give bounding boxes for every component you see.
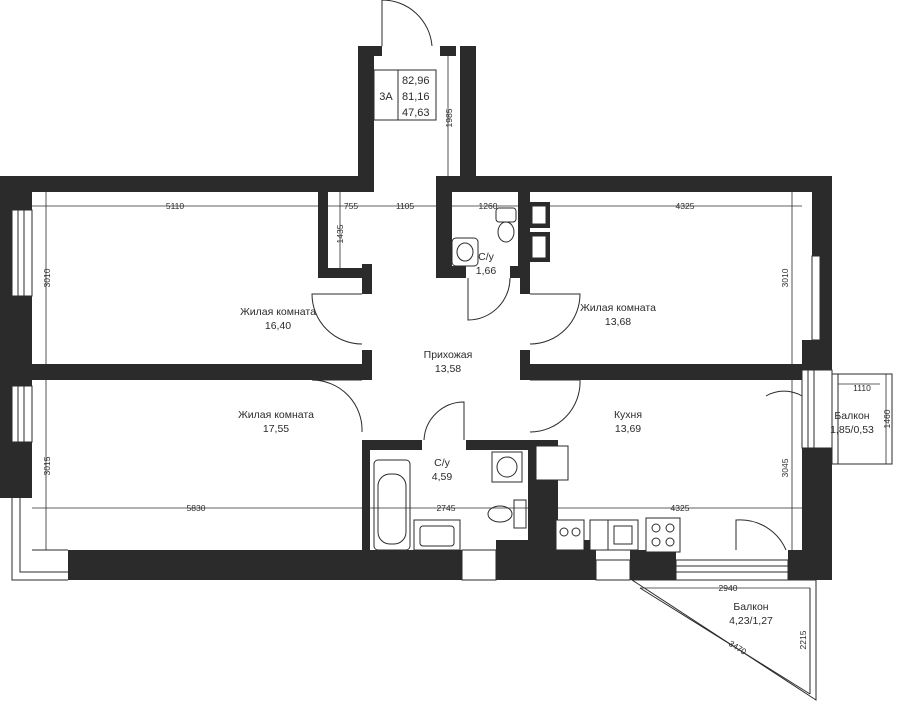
balcony-1-area: 1,85/0,53 [830,424,874,436]
dim-4325-top: 4325 [676,201,695,211]
dim-3045: 3045 [780,458,790,477]
dim-4325-bottom: 4325 [671,503,690,513]
living-room-1-area: 16,40 [265,320,291,332]
balcony-1-name: Балкон [834,410,869,422]
balconies [630,373,893,701]
dim-2940: 2940 [719,583,738,593]
dim-3010-left: 3010 [42,268,52,287]
dim-5110: 5110 [166,201,185,211]
dim-1985: 1985 [444,108,454,127]
dim-755: 755 [344,201,358,211]
apartment-living-area: 47,63 [402,107,430,119]
living-room-1-name: Жилая комната [240,306,316,318]
living-room-2-area: 13,68 [605,316,631,328]
dim-1110: 1110 [853,383,871,393]
bathroom-large-area: 4,59 [432,471,453,483]
bathroom-large-name: С/у [434,457,451,469]
apartment-total-area: 82,96 [402,75,430,87]
living-room-3-name: Жилая комната [238,409,314,421]
apartment-type: 3А [379,91,393,103]
dim-1105: 1105 [396,201,415,211]
apartment-area-without-balcony: 81,16 [402,91,430,103]
hallway-name: Прихожая [424,349,473,361]
hallway-area: 13,58 [435,363,461,375]
dim-3010-right: 3010 [780,268,790,287]
walls [0,46,832,580]
kitchen-name: Кухня [614,409,642,421]
dim-1260: 1260 [479,201,498,211]
fixtures [373,202,681,553]
dim-2745: 2745 [437,503,456,513]
dim-1460: 1460 [882,409,892,428]
apartment-info-box: 3А 82,96 81,16 47,63 [373,69,437,121]
dimension-lines [32,56,887,589]
balcony-2-area: 4,23/1,27 [729,615,773,627]
dim-2215: 2215 [798,630,808,649]
bathroom-small-name: С/у [478,251,495,263]
living-room-2-name: Жилая комната [580,302,656,314]
living-room-3-area: 17,55 [263,423,289,435]
dim-3015: 3015 [42,456,52,475]
windows [11,209,833,581]
room-labels: Жилая комната 16,40 Жилая комната 13,68 … [238,251,874,627]
dimension-labels: 5110 755 1105 1260 4325 1985 1435 3010 3… [42,108,892,657]
doors [311,0,803,551]
dim-5830: 5830 [187,503,206,513]
balcony-2-name: Балкон [733,601,768,613]
bathroom-small-area: 1,66 [476,265,497,277]
dim-1435: 1435 [335,224,345,243]
kitchen-area: 13,69 [615,423,641,435]
